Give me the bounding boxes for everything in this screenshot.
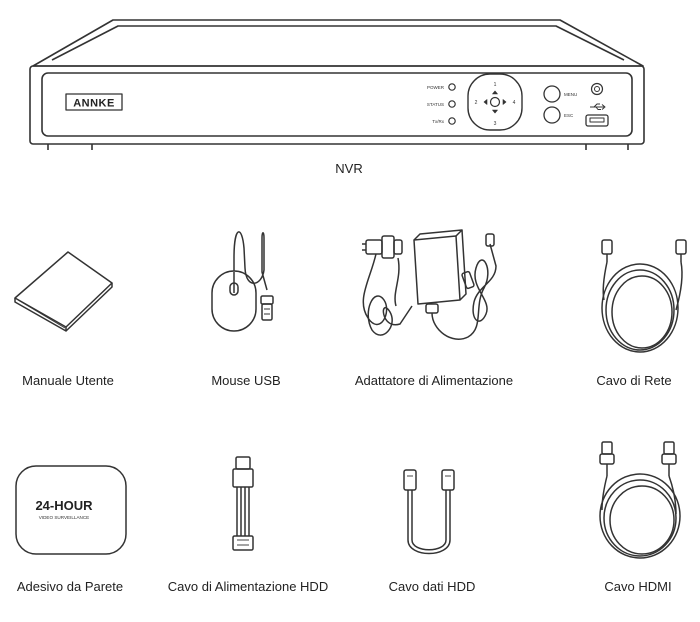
item-label-network: Cavo di Rete — [596, 373, 672, 388]
item-label-hdd-power: Cavo di Alimentazione HDD — [167, 579, 329, 594]
nvr-dpad-up-label: 1 — [494, 82, 497, 88]
nvr-indicator-status: STATUS — [427, 102, 444, 107]
sticker-subtitle: VIDEO SURVEILLANCE — [39, 515, 89, 520]
item-label-adapter: Adattatore di Alimentazione — [354, 373, 514, 388]
hdd-power-cable-icon — [232, 456, 254, 551]
item-label-mouse: Mouse USB — [211, 373, 281, 388]
nvr-dpad-left-label: 2 — [475, 100, 478, 106]
nvr-device-icon — [29, 19, 645, 150]
item-label-hdd-data: Cavo dati HDD — [388, 579, 476, 594]
nvr-brand-logo: ANNKE — [73, 98, 115, 110]
wall-sticker-icon — [15, 465, 127, 555]
nvr-dpad-right-label: 4 — [513, 100, 516, 106]
network-cable-icon — [601, 239, 687, 353]
manual-icon — [14, 251, 113, 332]
nvr-esc-label: ESC — [564, 113, 574, 118]
hdd-data-cable-icon — [403, 469, 455, 555]
sticker-title: 24-HOUR — [35, 498, 93, 513]
nvr-dpad-down-label: 3 — [494, 121, 497, 127]
nvr-indicator-power: POWER — [427, 85, 445, 90]
nvr-menu-label: MENU — [564, 92, 577, 97]
hdmi-cable-icon — [599, 441, 681, 559]
power-adapter-icon — [362, 229, 497, 340]
item-label-manual: Manuale Utente — [22, 373, 114, 388]
usb-mouse-icon — [211, 231, 274, 332]
item-label-sticker: Adesivo da Parete — [16, 579, 124, 594]
item-label-hdmi: Cavo HDMI — [604, 579, 672, 594]
nvr-indicator-txrx: Tx/Rx — [432, 119, 444, 124]
nvr-caption: NVR — [335, 161, 363, 176]
